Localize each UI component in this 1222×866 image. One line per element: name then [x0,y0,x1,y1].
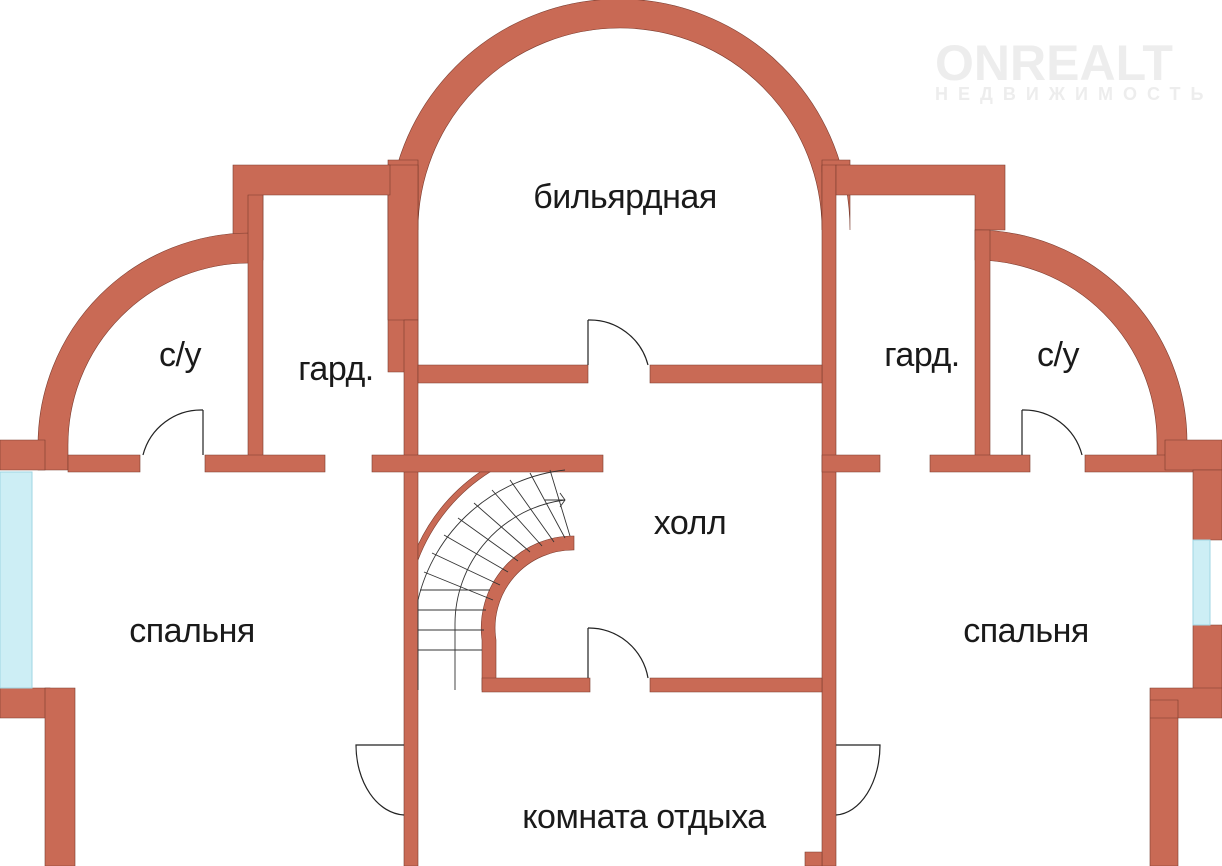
door-billiard [587,319,649,366]
room-label-billiard: бильярдная [533,178,717,216]
door-left-balcony [355,744,405,816]
door-right-balcony [835,744,881,816]
room-label-bedroom-left: спальня [129,612,255,650]
dome-wall [387,0,851,231]
right-arc-wall [974,229,1188,471]
room-label-wc-right: с/у [1037,336,1079,374]
door-wc-left [142,409,204,456]
window-right [1192,539,1211,626]
door-lounge [587,627,649,679]
stair-core-wall [480,535,575,691]
door-wc-right [1021,409,1083,456]
doors [142,319,1083,816]
window-left [0,471,33,689]
left-arc-wall [37,232,251,471]
room-label-hall: холл [653,504,727,542]
watermark-subtitle: НЕДВИЖИМОСТЬ [935,84,1214,104]
room-label-wardrobe-left: гард. [298,350,374,388]
room-label-wardrobe-right: гард. [884,336,960,374]
staircase [417,469,571,690]
room-label-wc-left: с/у [159,336,201,374]
watermark-onrealt: ONREALT [935,35,1173,91]
room-label-bedroom-right: спальня [963,612,1089,650]
room-label-lounge: комната отдыха [522,798,766,836]
